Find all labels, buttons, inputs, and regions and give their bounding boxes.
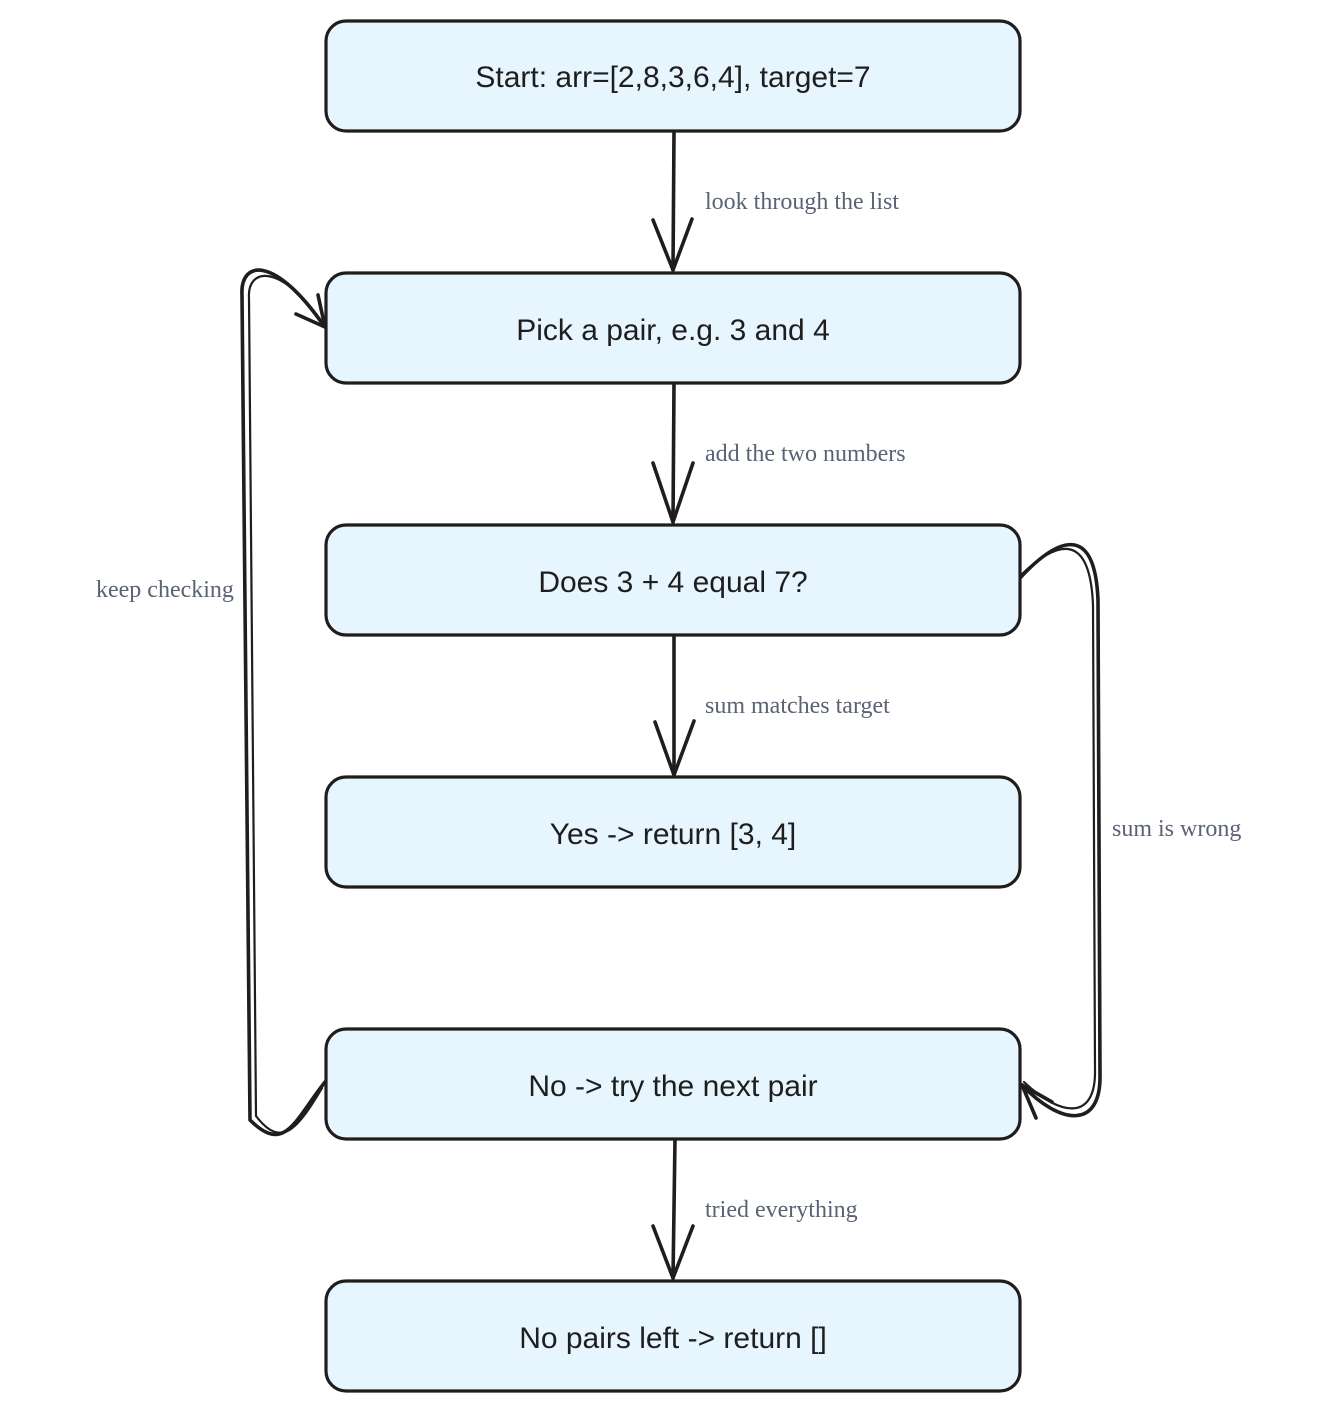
- node-none-box: [324, 1279, 1022, 1393]
- edge-check-yes: sum matches target: [653, 634, 890, 777]
- edge-no-none-arrowhead: [651, 1224, 695, 1280]
- edge-label-check-no: sum is wrong: [1112, 816, 1241, 842]
- node-yes-label: Yes -> return [3, 4]: [550, 818, 797, 851]
- edge-label-no-none: tried everything: [705, 1197, 858, 1223]
- edge-no-none: tried everything: [651, 1137, 858, 1280]
- edge-no-none-line: [671, 1137, 677, 1280]
- node-pick-label: Pick a pair, e.g. 3 and 4: [516, 314, 830, 347]
- node-no: No -> try the next pair: [324, 1027, 1022, 1141]
- node-no-box: [324, 1027, 1022, 1141]
- edge-start-pick: look through the list: [651, 130, 899, 272]
- edge-pick-check-line: [671, 381, 676, 524]
- edge-check-yes-arrowhead: [653, 719, 696, 777]
- edge-no-pick: keep checking: [96, 268, 327, 1136]
- node-start: Start: arr=[2,8,3,6,4], target=7: [324, 19, 1022, 133]
- edge-start-pick-line: [671, 130, 676, 272]
- edge-check-no-arrowhead: [1020, 1083, 1054, 1120]
- node-start-box: [324, 19, 1022, 133]
- node-yes: Yes -> return [3, 4]: [324, 775, 1022, 889]
- edge-label-no-pick: keep checking: [96, 577, 234, 603]
- node-no-label: No -> try the next pair: [528, 1070, 817, 1103]
- edge-check-no: sum is wrong: [1018, 542, 1241, 1120]
- edge-pick-check: add the two numbers: [651, 381, 906, 524]
- node-none: No pairs left -> return []: [324, 1279, 1022, 1393]
- edge-label-pick-check: add the two numbers: [705, 441, 906, 467]
- node-pick-box: [324, 271, 1022, 385]
- edge-label-start-pick: look through the list: [705, 189, 899, 215]
- node-start-label: Start: arr=[2,8,3,6,4], target=7: [475, 61, 870, 94]
- node-check-label: Does 3 + 4 equal 7?: [538, 566, 807, 599]
- edge-pick-check-arrowhead: [651, 461, 695, 524]
- edge-start-pick-arrowhead: [651, 217, 694, 272]
- edge-check-no-line-sketch: [1020, 547, 1097, 1110]
- edge-check-no-line: [1018, 542, 1102, 1118]
- node-none-label: No pairs left -> return []: [519, 1322, 827, 1355]
- node-check: Does 3 + 4 equal 7?: [324, 523, 1022, 637]
- edge-no-pick-line-sketch: [247, 274, 324, 1134]
- node-yes-box: [324, 775, 1022, 889]
- edge-no-pick-line: [240, 268, 327, 1136]
- node-check-box: [324, 523, 1022, 637]
- edge-label-check-yes: sum matches target: [705, 693, 890, 719]
- node-pick: Pick a pair, e.g. 3 and 4: [324, 271, 1022, 385]
